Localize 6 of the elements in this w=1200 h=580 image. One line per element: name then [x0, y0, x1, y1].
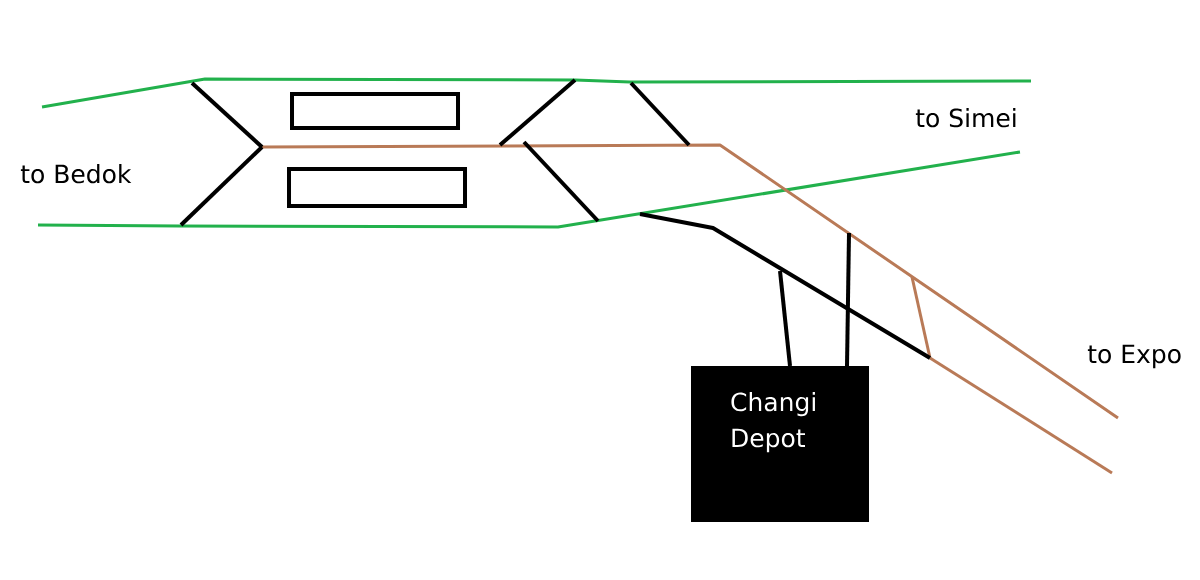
direction-label: to Bedok	[20, 164, 132, 184]
depot-box: Changi Depot	[691, 366, 869, 522]
direction-label: to Expo	[1087, 344, 1181, 369]
platform	[287, 167, 467, 208]
platform	[290, 92, 460, 130]
direction-label: to Simei	[915, 108, 1016, 128]
